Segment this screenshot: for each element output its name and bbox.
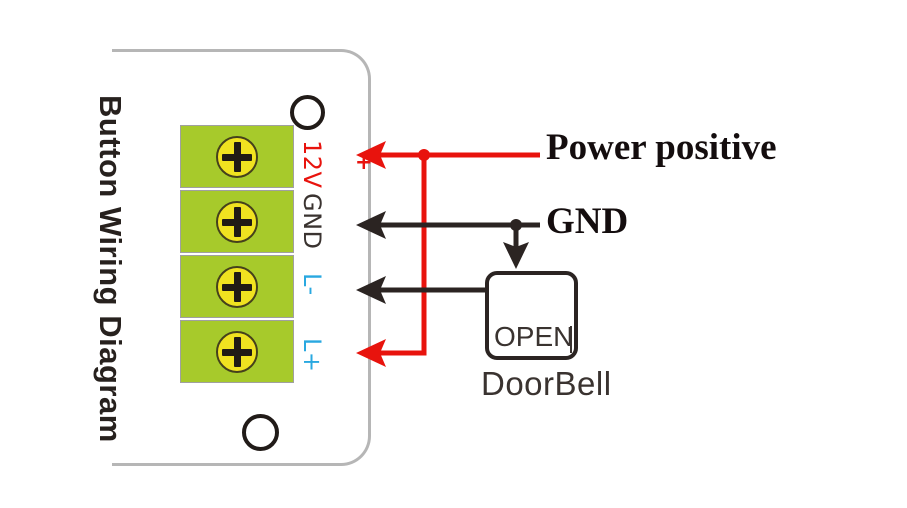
open-button-label: OPEN	[494, 321, 574, 352]
gnd-arrowhead-icon	[356, 211, 386, 239]
terminal-label-lplus: L+	[298, 338, 326, 373]
power-junction-dot	[418, 149, 430, 161]
screw-terminal-icon	[216, 201, 258, 243]
device-panel-outline	[112, 49, 371, 466]
screw-terminal-icon	[216, 266, 258, 308]
screw-terminal-icon	[216, 136, 258, 178]
lminus-arrowhead-icon	[356, 276, 386, 304]
diagram-title: Button Wiring Diagram	[93, 95, 128, 443]
power-wire-branch-line	[378, 153, 427, 356]
power-arrowhead-12v-icon	[356, 141, 386, 169]
doorbell-caption: DoorBell	[481, 365, 612, 402]
mounting-hole-icon	[290, 95, 325, 130]
doorbell-button-box: OPEN	[485, 271, 578, 360]
terminal-label-gnd: GND	[298, 193, 326, 250]
open-button-edge-line	[570, 326, 572, 353]
terminal-label-12v: 12V	[298, 140, 326, 189]
screw-terminal-icon	[216, 331, 258, 373]
power-positive-label: Power positive	[546, 127, 777, 168]
gnd-down-arrowhead-icon	[503, 242, 529, 269]
polarity-plus-mark: +	[355, 150, 373, 174]
power-arrowhead-lplus-icon	[356, 339, 386, 367]
gnd-label: GND	[546, 201, 629, 242]
mounting-hole-icon	[242, 414, 279, 451]
terminal-label-lminus: L-	[298, 273, 326, 296]
